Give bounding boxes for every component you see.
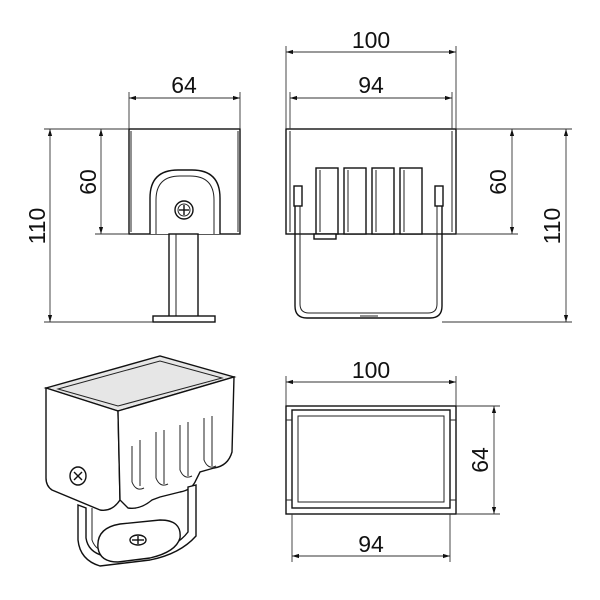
top-inner-lens (291, 409, 451, 509)
dim-side-inner-height: 60 (485, 169, 511, 195)
front-dimensions: 64 60 110 (24, 72, 241, 323)
isometric-view (43, 355, 237, 567)
dim-front-total-height: 110 (24, 208, 50, 245)
dim-front-inner-height: 60 (75, 169, 101, 195)
dim-side-outer-width: 100 (352, 27, 390, 53)
dim-top-inner-width: 94 (358, 531, 384, 557)
dim-top-outer-width: 100 (352, 357, 390, 383)
iso-left-face (45, 387, 121, 511)
iso-bracket (77, 484, 197, 567)
side-view (285, 128, 457, 319)
side-u-bracket (294, 192, 443, 319)
iso-base-screw-icon (129, 534, 147, 546)
front-base-plate (152, 315, 216, 323)
front-view (128, 128, 241, 323)
front-screw-icon (174, 200, 194, 220)
front-stem (168, 233, 199, 319)
side-dimensions: 100 94 60 110 (285, 27, 572, 323)
dim-side-total-height: 110 (539, 208, 565, 245)
dim-front-width: 64 (171, 72, 197, 98)
dim-side-inner-width: 94 (358, 72, 384, 98)
side-housing (285, 128, 457, 235)
side-fins (313, 167, 423, 240)
top-dimensions: 100 64 94 (285, 357, 500, 562)
top-view (285, 405, 457, 515)
iso-fins (131, 416, 217, 490)
iso-screw-icon (69, 466, 87, 486)
dim-top-depth: 64 (467, 447, 493, 473)
